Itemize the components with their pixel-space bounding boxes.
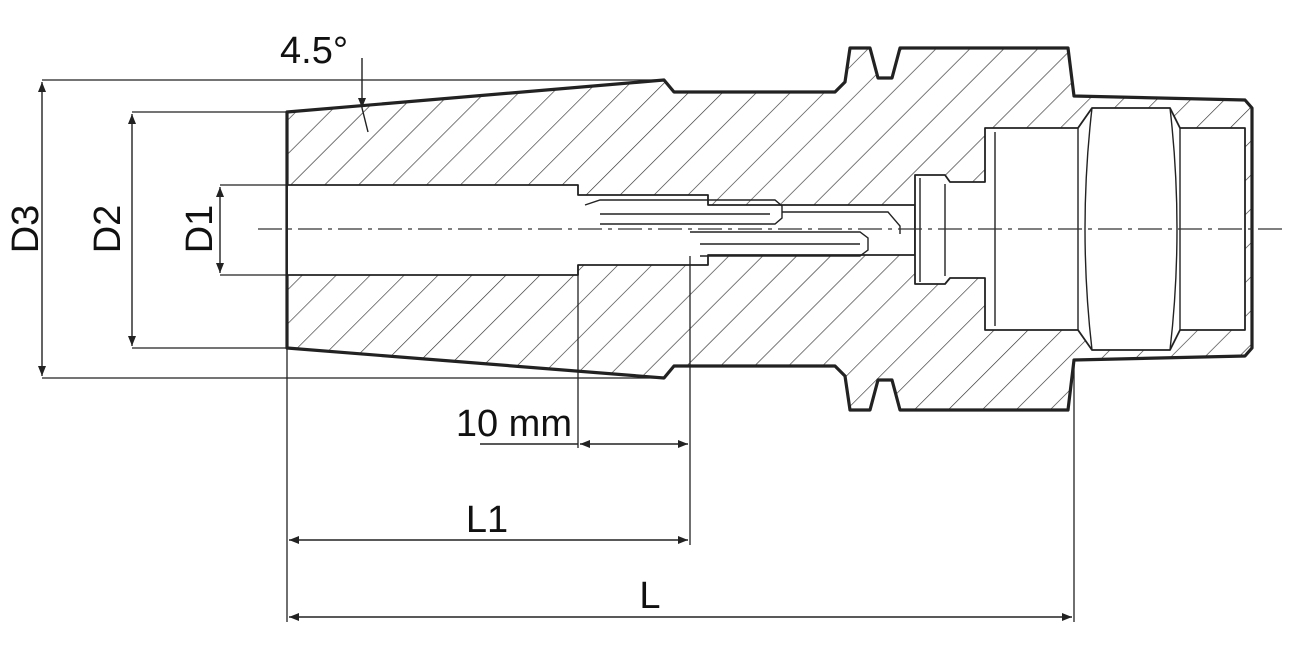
angle-label: 4.5° [280,30,348,72]
set-screw-upper [584,199,783,225]
set-screw-lower [690,231,869,257]
d2-label: D2 [87,205,129,254]
step-label: 10 mm [456,403,572,445]
l1-label: L1 [466,499,508,541]
thread-channel [782,211,901,234]
rear-bore-curve-right [1169,107,1178,351]
angle-leader-tail [361,107,369,133]
rear-bore-curve-left [1084,107,1093,351]
d1-label: D1 [179,205,221,254]
d3-label: D3 [5,205,47,254]
l-label: L [639,575,660,617]
